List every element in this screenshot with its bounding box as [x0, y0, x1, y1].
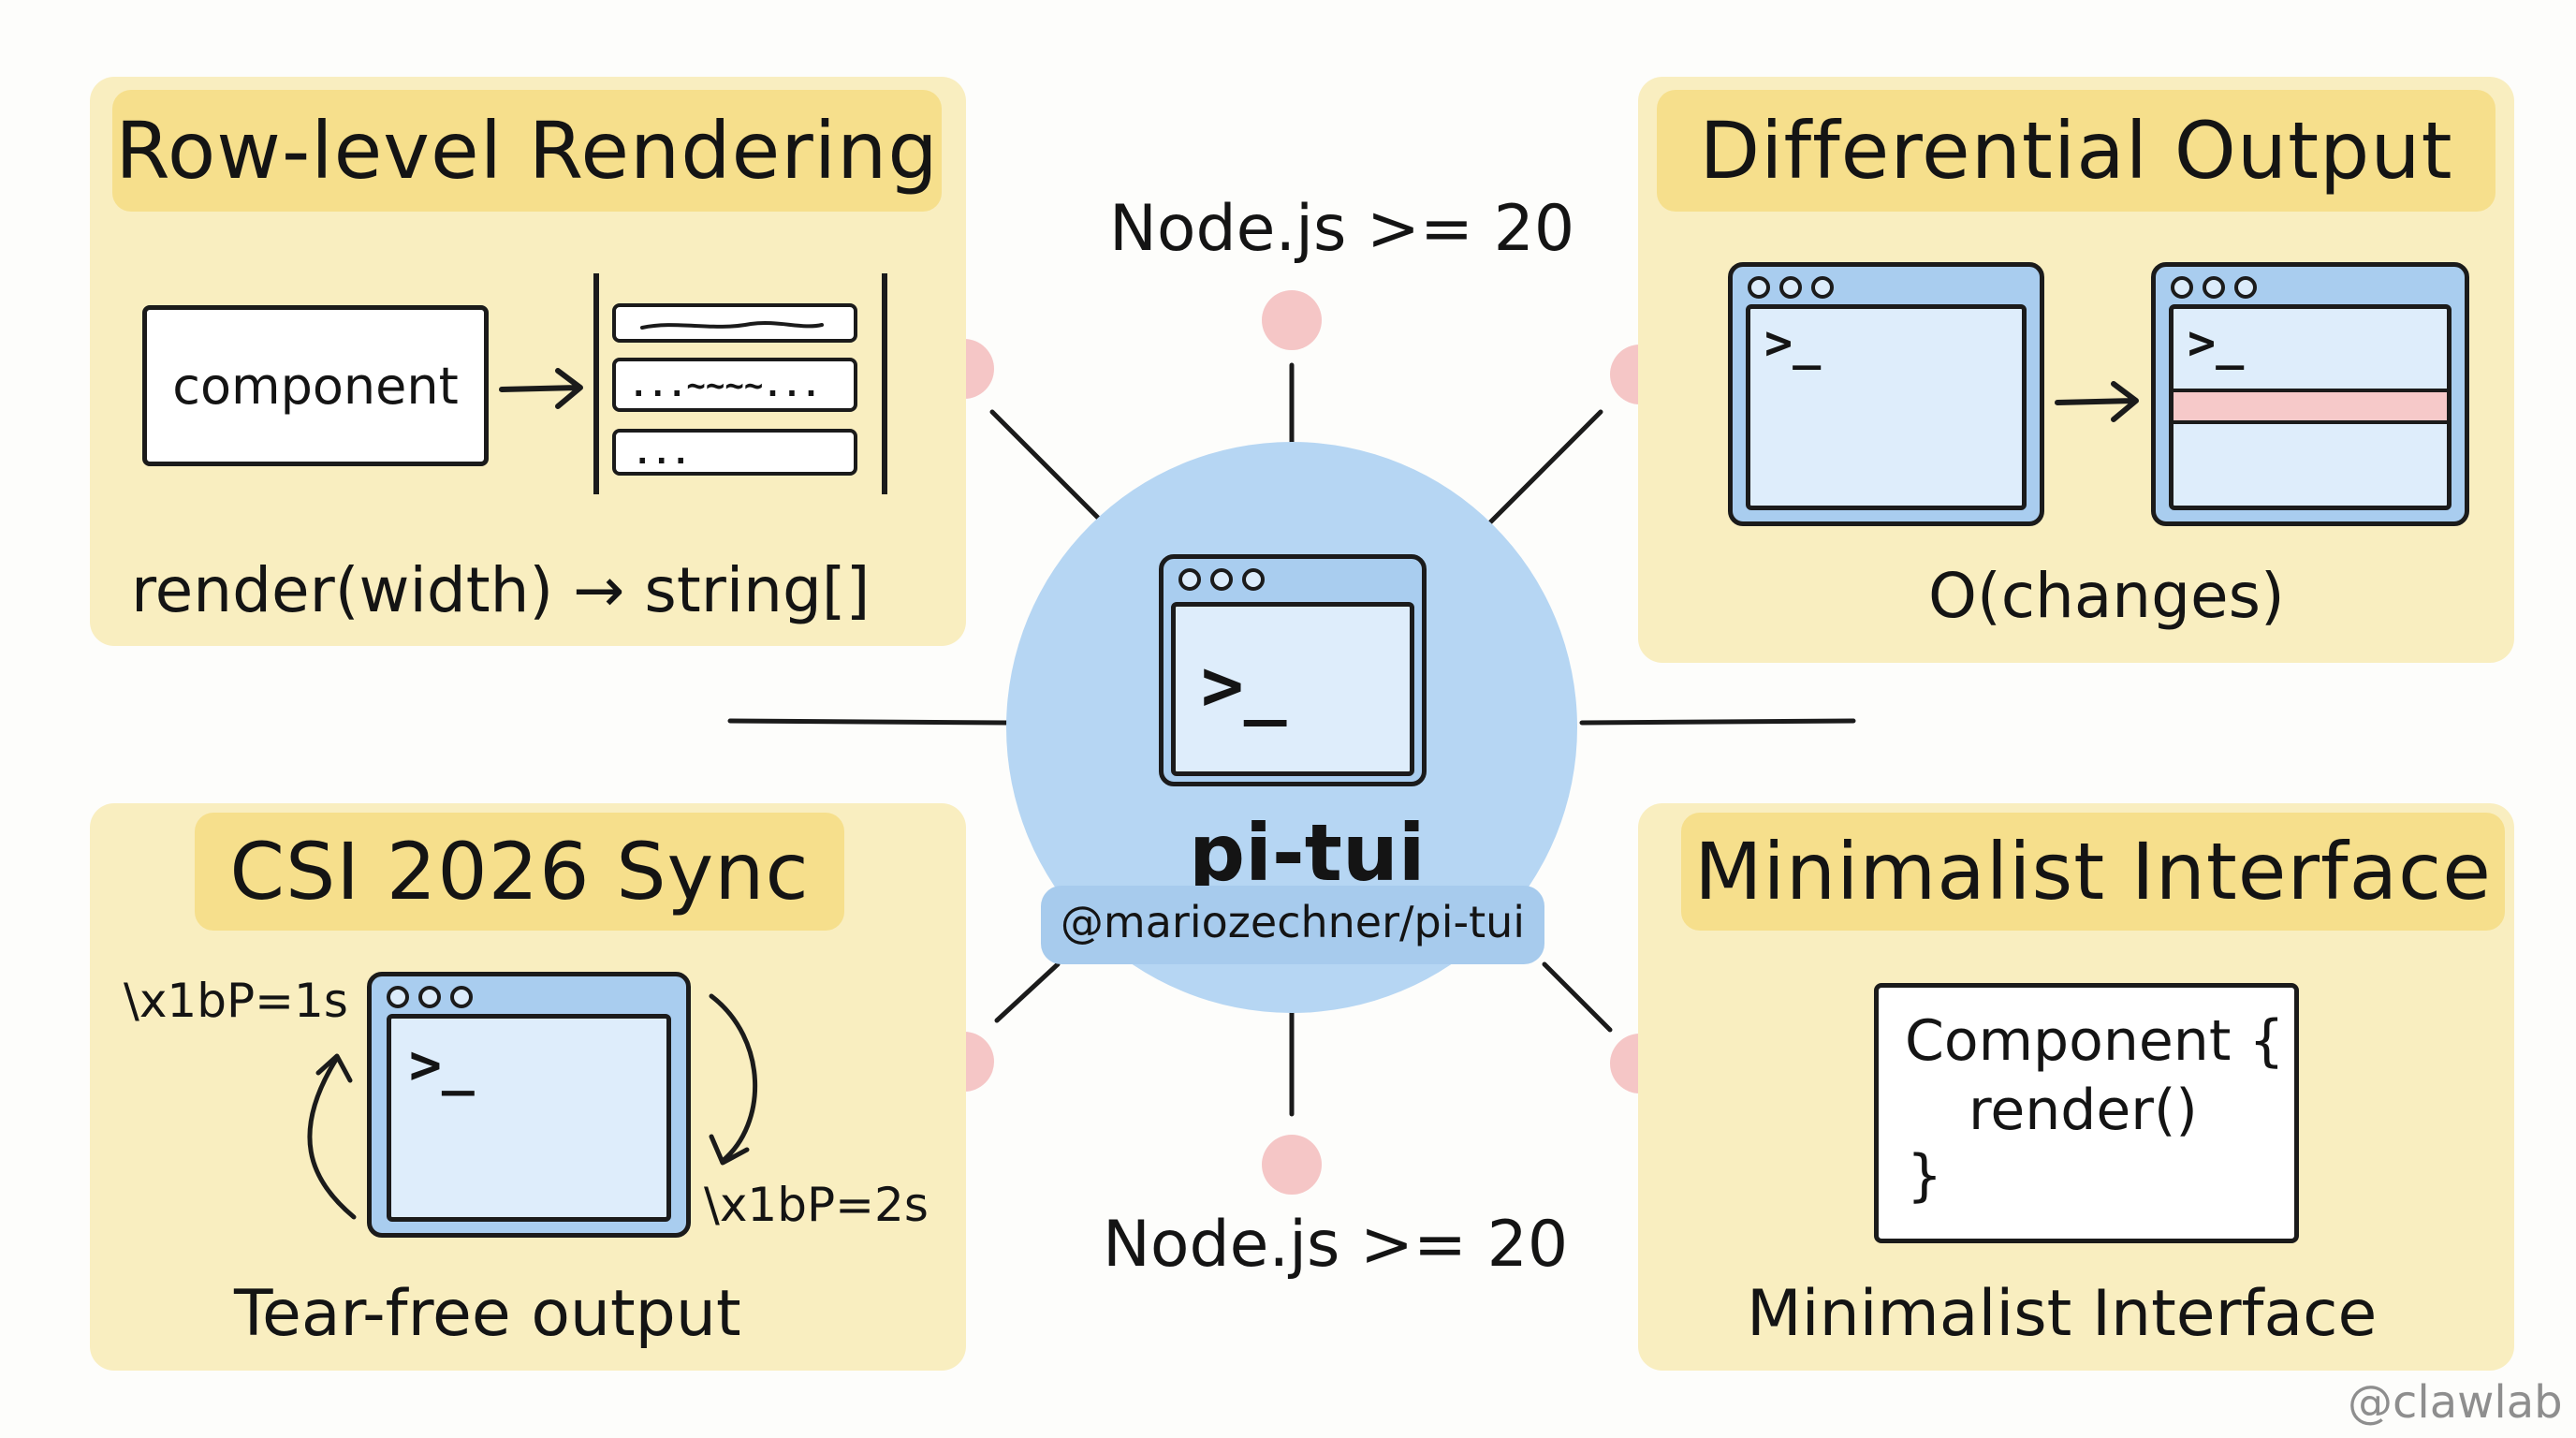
row-array-bracket	[593, 273, 887, 494]
differential-caption: O(changes)	[1928, 560, 2285, 632]
code-line-3: }	[1907, 1143, 1943, 1209]
component-label: component	[172, 356, 459, 416]
connector-dot-bottom	[1262, 1135, 1322, 1195]
hub-package-name: @mariozechner/pi-tui	[1060, 897, 1526, 947]
terminal-before: >_	[1728, 262, 2044, 526]
terminal-after-prompt: >_	[2188, 315, 2245, 370]
csi-terminal-prompt: >_	[409, 1033, 475, 1096]
component-code-box: Component { render() }	[1874, 983, 2299, 1243]
hub-package-badge	[1041, 886, 1544, 964]
arrow-right-icon	[499, 368, 583, 409]
csi-end-sequence: \x1bP=2s	[704, 1178, 929, 1232]
sync-cycle-arrows-icon	[307, 993, 757, 1220]
row-2: ...~~~~...	[612, 358, 857, 412]
csi-terminal: >_	[367, 972, 691, 1238]
row-3-text: ...	[633, 434, 691, 472]
differential-title: Differential Output	[1657, 90, 2496, 212]
minimalist-title: Minimalist Interface	[1681, 813, 2505, 931]
changed-row-highlight	[2174, 389, 2447, 424]
hub-terminal-icon: >_	[1159, 554, 1427, 786]
bottom-node-label: Node.js >= 20	[1103, 1208, 1569, 1282]
row-1	[612, 303, 857, 343]
code-line-1: Component {	[1905, 1008, 2285, 1074]
row-1-squiggle	[640, 321, 824, 330]
code-line-2: render()	[1969, 1078, 2198, 1143]
terminal-before-prompt: >_	[1764, 315, 1822, 370]
minimalist-caption: Minimalist Interface	[1747, 1277, 2378, 1351]
connector-dot-top	[1262, 290, 1322, 350]
csi-sync-caption: Tear-free output	[234, 1277, 741, 1351]
watermark: @clawlab	[2348, 1376, 2563, 1429]
row-3: ...	[612, 429, 857, 476]
hub-title: pi-tui	[1189, 807, 1426, 899]
csi-begin-sequence: \x1bP=1s	[124, 974, 348, 1028]
row-level-title: Row-level Rendering	[112, 90, 942, 212]
csi-sync-title: CSI 2026 Sync	[195, 813, 844, 931]
arrow-right-icon	[2055, 381, 2139, 422]
top-node-label: Node.js >= 20	[1109, 192, 1575, 266]
component-box: component	[142, 305, 489, 466]
row-2-text: ...~~~~...	[629, 367, 821, 404]
row-level-caption: render(width) → string[]	[131, 554, 871, 626]
hub-prompt: >_	[1201, 643, 1287, 726]
terminal-after: >_	[2151, 262, 2469, 526]
